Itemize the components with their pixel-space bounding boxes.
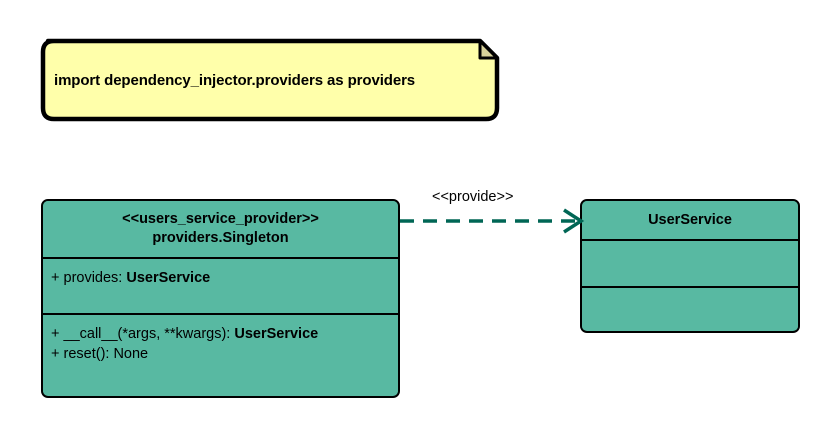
attribute-type: UserService (126, 270, 211, 286)
provide-dependency-connector[interactable] (395, 185, 590, 235)
class-operations-compartment: + __call__(*args, **kwargs): UserService… (43, 313, 398, 392)
note-text: import dependency_injector.providers as … (54, 71, 416, 89)
attribute-row: + provides: UserService (51, 268, 390, 288)
class-attributes-compartment (582, 239, 798, 286)
note-shape (40, 38, 500, 122)
arrowhead-open-icon (563, 208, 585, 234)
operation-visibility: + (51, 346, 60, 362)
operation-type: None (113, 346, 149, 362)
class-name: UserService (648, 211, 732, 228)
class-header-users-service-provider: <<users_service_provider>> providers.Sin… (43, 201, 398, 257)
operation-visibility: + (51, 326, 60, 342)
class-box-user-service[interactable]: UserService (580, 199, 800, 333)
attribute-visibility: + (51, 270, 60, 286)
class-attributes-compartment: + provides: UserService (43, 257, 398, 313)
import-note[interactable]: import dependency_injector.providers as … (40, 38, 500, 122)
class-operations-compartment (582, 286, 798, 330)
class-name: providers.Singleton (152, 230, 289, 246)
operation-row: + __call__(*args, **kwargs): UserService (51, 324, 390, 344)
operation-row: + reset(): None (51, 344, 390, 364)
operation-type: UserService (234, 326, 319, 342)
class-stereotype: <<users_service_provider>> (122, 211, 319, 227)
connector-label: <<provide>> (432, 189, 514, 205)
attribute-label: provides: (63, 270, 123, 286)
class-header-user-service: UserService (582, 201, 798, 239)
class-box-users-service-provider[interactable]: <<users_service_provider>> providers.Sin… (41, 199, 400, 398)
operation-label: __call__(*args, **kwargs): (63, 326, 231, 342)
operation-label: reset(): (63, 346, 110, 362)
